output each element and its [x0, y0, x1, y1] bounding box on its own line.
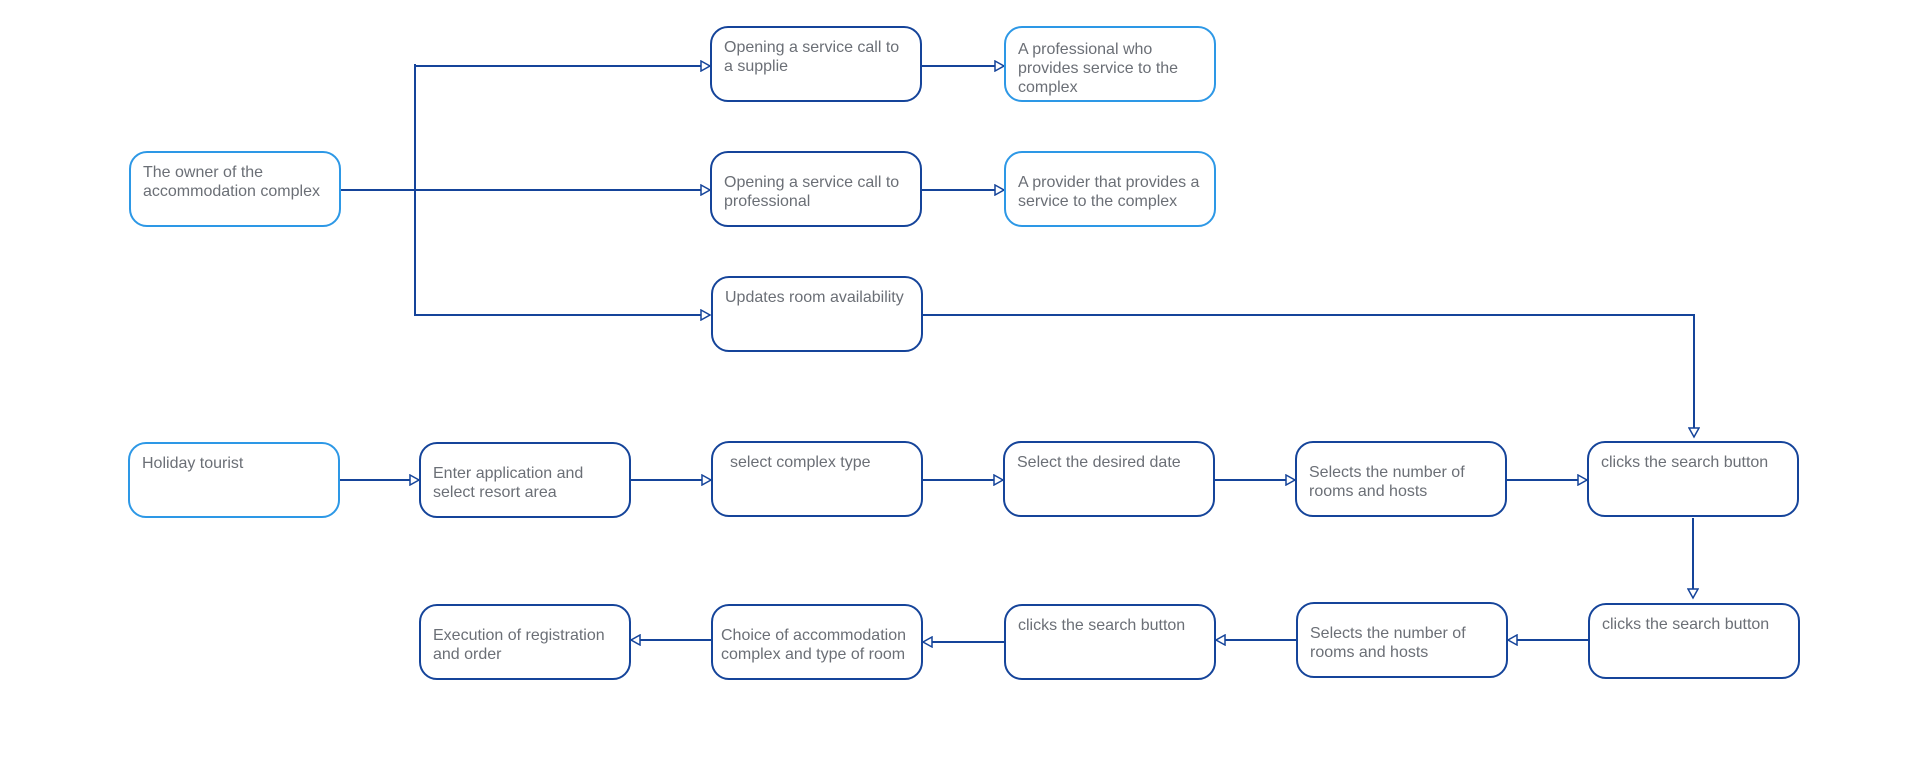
node-label: Choice of accommodation complex and type… [721, 627, 906, 663]
node-service-call-supplier: Opening a service call to a supplie [710, 26, 922, 102]
node-updates-room: Updates room availability [711, 276, 923, 352]
node-label: Opening a service call to professional [724, 174, 900, 210]
node-service-call-professional: Opening a service call to professional [710, 151, 922, 227]
node-select-date: Select the desired date [1003, 441, 1215, 517]
node-search-button-1: clicks the search button [1587, 441, 1799, 517]
node-select-complex-type: select complex type [711, 441, 923, 517]
node-label: Selects the number of rooms and hosts [1309, 464, 1465, 500]
node-holiday-tourist: Holiday tourist [128, 442, 340, 518]
node-enter-application: Enter application and select resort area [419, 442, 631, 518]
node-label: A professional who provides service to t… [1018, 41, 1179, 96]
node-label: clicks the search button [1601, 454, 1769, 471]
node-execution-registration: Execution of registration and order [419, 604, 631, 680]
connector-owner-trunk [341, 64, 416, 316]
node-label: Opening a service call to a supplie [724, 39, 900, 75]
node-label: The owner of the accommodation complex [143, 164, 320, 200]
node-label: Updates room availability [725, 289, 904, 306]
node-search-button-3: clicks the search button [1004, 604, 1216, 680]
node-select-rooms-2: Selects the number of rooms and hosts [1296, 602, 1508, 678]
node-professional-provider: A professional who provides service to t… [1004, 26, 1216, 102]
node-provider-service: A provider that provides a service to th… [1004, 151, 1216, 227]
node-label: Select the desired date [1017, 454, 1181, 471]
node-label: Holiday tourist [142, 455, 244, 472]
connector-updates-room-to-search [922, 314, 1694, 437]
node-search-button-2: clicks the search button [1588, 603, 1800, 679]
node-owner: The owner of the accommodation complex [129, 151, 341, 227]
node-label: clicks the search button [1018, 617, 1186, 634]
node-label: Selects the number of rooms and hosts [1310, 625, 1466, 661]
node-label: A provider that provides a service to th… [1018, 174, 1200, 210]
node-select-rooms-1: Selects the number of rooms and hosts [1295, 441, 1507, 517]
node-label: select complex type [730, 454, 871, 471]
node-label: Execution of registration and order [433, 627, 605, 663]
node-label: Enter application and select resort area [433, 465, 584, 501]
node-choice-accommodation: Choice of accommodation complex and type… [711, 604, 923, 680]
node-label: clicks the search button [1602, 616, 1770, 633]
